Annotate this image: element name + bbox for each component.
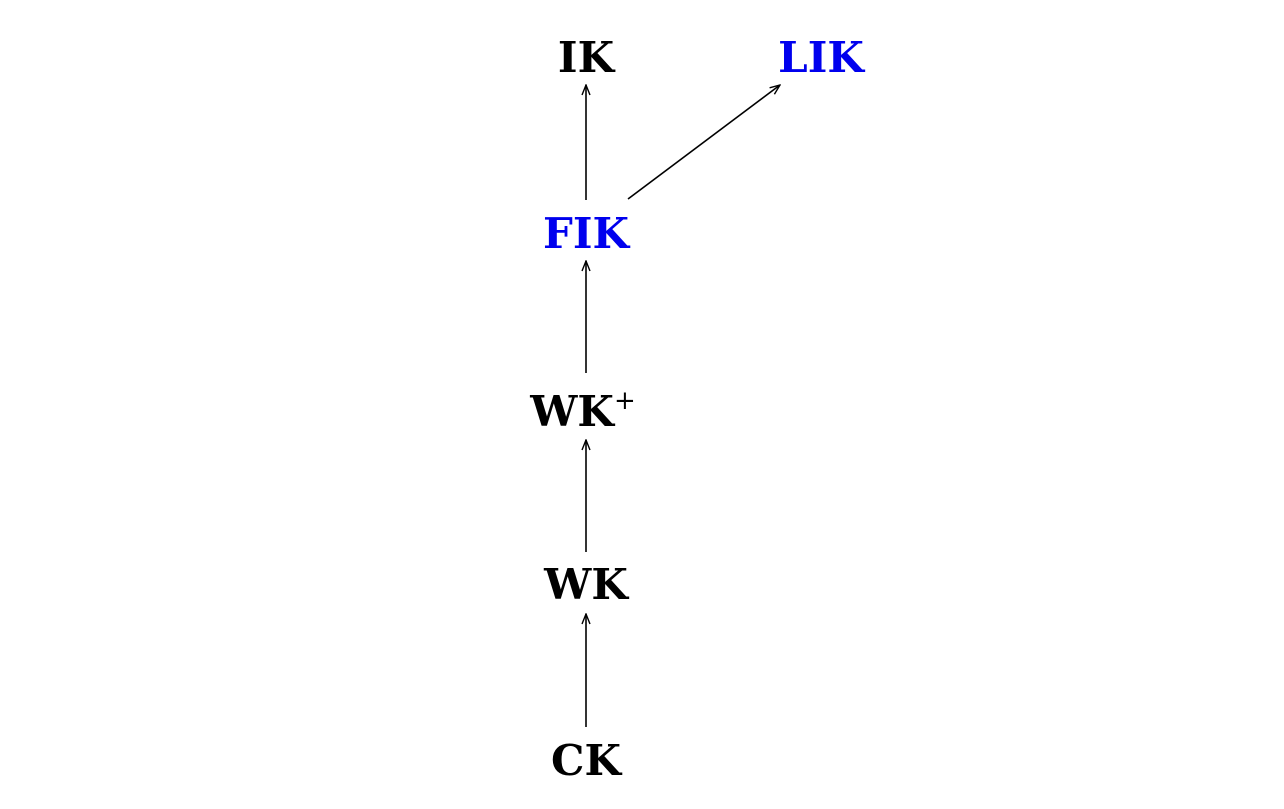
node-ck: CK <box>551 736 622 785</box>
node-fik: FIK <box>543 209 630 258</box>
node-wk-plus-label: WK <box>529 387 615 436</box>
node-ik-label: IK <box>558 33 616 82</box>
nodes-group: IK LIK FIK WK+ WK CK <box>529 33 865 785</box>
node-wk-label: WK <box>543 560 629 609</box>
node-fik-label: FIK <box>543 209 630 258</box>
node-ik: IK <box>558 33 616 82</box>
edge-fik-to-lik <box>627 85 780 200</box>
node-wk-plus: WK+ <box>529 386 635 436</box>
edges-group <box>586 85 780 727</box>
node-lik: LIK <box>778 33 865 82</box>
node-wk: WK <box>543 560 629 609</box>
node-wk-plus-superscript: + <box>614 386 636 416</box>
node-lik-label: LIK <box>778 33 865 82</box>
node-ck-label: CK <box>551 736 622 785</box>
